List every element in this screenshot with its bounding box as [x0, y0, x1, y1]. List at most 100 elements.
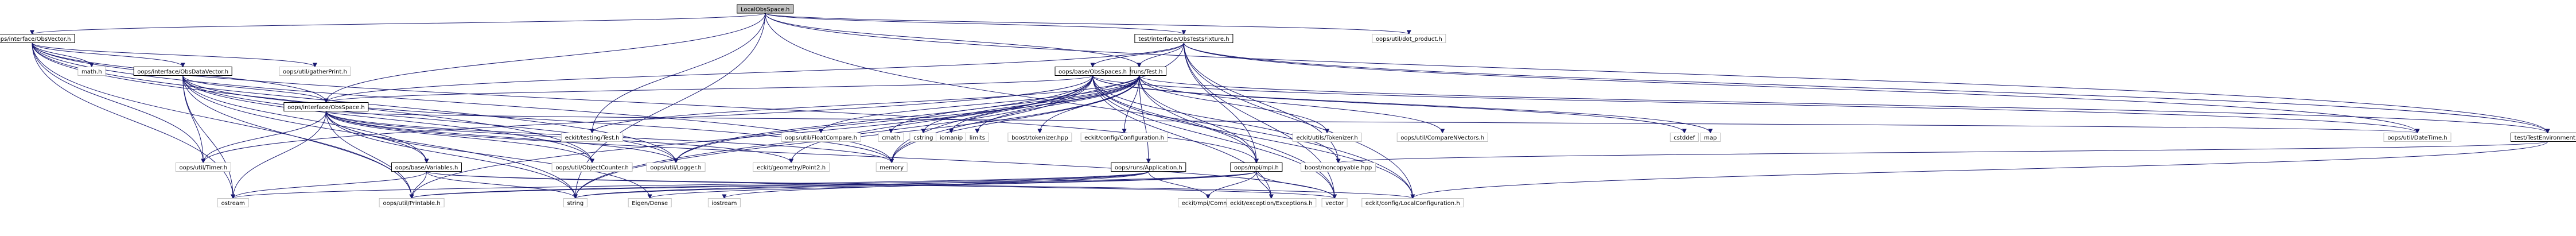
graph-edge [182, 75, 578, 199]
graph-edge [231, 171, 427, 199]
graph-edge [1092, 75, 1687, 134]
node-box [561, 133, 624, 142]
graph-edge [1139, 75, 1445, 134]
graph-node[interactable]: oops/interface/ObsSpace.h [283, 102, 369, 111]
graph-edge [324, 13, 766, 103]
graph-edge [325, 111, 1337, 199]
graph-node[interactable]: LocalObsSpace.h [737, 4, 794, 14]
graph-edge [325, 111, 2419, 134]
node-label: vector [1325, 200, 1344, 207]
node-box [707, 198, 741, 207]
graph-node[interactable]: test/interface/ObsTestsFixture.h [1134, 34, 1233, 43]
graph-node[interactable]: oops/base/Variables.h [391, 163, 462, 172]
graph-node: vector [1321, 198, 1348, 207]
node-label: oops/runs/Application.h [1115, 165, 1182, 171]
graph-node[interactable]: oops/interface/ObsDataVector.h [133, 67, 232, 76]
graph-node[interactable]: oops/base/ObsSpaces.h [1054, 67, 1131, 76]
node-label: oops/interface/ObsDataVector.h [137, 69, 228, 75]
node-box [965, 133, 989, 142]
graph-edge [765, 13, 1142, 68]
graph-edge [32, 42, 185, 68]
graph-node: eckit/config/LocalConfiguration.h [1361, 198, 1464, 207]
node-box [628, 198, 672, 207]
graph-node[interactable]: oops/interface/ObsVector.h [0, 34, 75, 43]
graph-edge [573, 171, 1257, 199]
graph-edge [32, 42, 1259, 164]
node-label: cstddef [1674, 135, 1695, 141]
node-label: Eigen/Dense [632, 200, 668, 207]
node-label: eckit/geometry/Point2.h [757, 165, 826, 171]
node-box [781, 133, 861, 142]
node-label: oops/interface/ObsVector.h [0, 36, 71, 42]
graph-edge [590, 13, 766, 134]
node-box [1372, 34, 1446, 43]
graph-edge [325, 111, 652, 199]
node-box [551, 163, 633, 172]
graph-node[interactable]: oops/runs/Application.h [1111, 163, 1186, 172]
graph-edge [765, 13, 1415, 199]
graph-edge [409, 171, 1149, 199]
node-label: oops/util/CompareNVectors.h [1400, 135, 1484, 141]
graph-edge [1183, 42, 1259, 164]
graph-edge [182, 75, 414, 199]
graph-edge [889, 75, 1093, 164]
node-label: map [1704, 135, 1717, 141]
node-box [1111, 163, 1186, 172]
node-label: eckit/config/Configuration.h [1084, 135, 1164, 141]
graph-edge [325, 111, 793, 164]
graph-edge [325, 111, 414, 199]
graph-node: eckit/testing/Test.h [561, 133, 624, 142]
node-label: oops/util/Printable.h [383, 200, 440, 207]
graph-edge [324, 75, 1093, 103]
node-label: eckit/utils/Tokenizer.h [1296, 135, 1357, 141]
graph-edge [975, 75, 1140, 134]
node-label: oops/mpi/mpi.h [1234, 165, 1279, 171]
node-label: iostream [711, 200, 737, 207]
graph-node: oops/util/Logger.h [646, 163, 706, 172]
graph-edge [1090, 42, 1184, 68]
node-label: string [567, 200, 584, 207]
graph-edge [1092, 75, 1341, 164]
node-layer: LocalObsSpace.h oops/interface/ObsVector.… [0, 4, 2576, 207]
node-label: oops/util/ObjectCounter.h [555, 165, 628, 171]
graph-node: oops/util/DateTime.h [2383, 133, 2452, 142]
graph-edge [1092, 75, 1274, 199]
node-box [77, 67, 106, 76]
node-box [2383, 133, 2452, 142]
graph-node: oops/util/Timer.h [175, 163, 231, 172]
graph-edge [410, 171, 1257, 199]
node-label: memory [880, 165, 904, 171]
node-box [133, 67, 232, 76]
node-label: ostream [221, 200, 245, 207]
graph-edge [30, 13, 766, 35]
node-label: eckit/exception/Exceptions.h [1230, 200, 1313, 207]
node-label: oops/base/ObsSpaces.h [1059, 69, 1127, 75]
node-box [0, 34, 75, 43]
node-label: oops/util/dot_product.h [1376, 36, 1442, 42]
graph-edge [1183, 42, 2550, 134]
node-box [1292, 133, 1362, 142]
node-label: cmath [882, 135, 900, 141]
graph-node: ostream [217, 198, 249, 207]
node-label: oops/util/gatherPrint.h [283, 69, 347, 75]
graph-node: Eigen/Dense [628, 198, 672, 207]
graph-edge [1148, 171, 1211, 199]
node-box [1670, 133, 1699, 142]
graph-node: cstring [909, 133, 937, 142]
graph-edge [182, 75, 236, 199]
node-label: oops/util/Logger.h [650, 165, 701, 171]
graph-node[interactable]: test/TestEnvironment.h [2511, 133, 2576, 142]
node-box [1134, 34, 1233, 43]
graph-edge [1092, 75, 1259, 164]
graph-node: boost/tokenizer.hpp [1007, 133, 1072, 142]
graph-edge [409, 75, 1093, 199]
graph-edge [889, 75, 1140, 134]
graph-node: memory [875, 163, 908, 172]
node-label: LocalObsSpace.h [741, 7, 789, 13]
graph-edge [674, 75, 1140, 164]
node-box [1321, 198, 1348, 207]
node-label: oops/runs/Test.h [1116, 69, 1163, 75]
node-box [2511, 133, 2576, 142]
graph-node[interactable]: oops/mpi/mpi.h [1230, 163, 1283, 172]
graph-edge [32, 42, 317, 68]
